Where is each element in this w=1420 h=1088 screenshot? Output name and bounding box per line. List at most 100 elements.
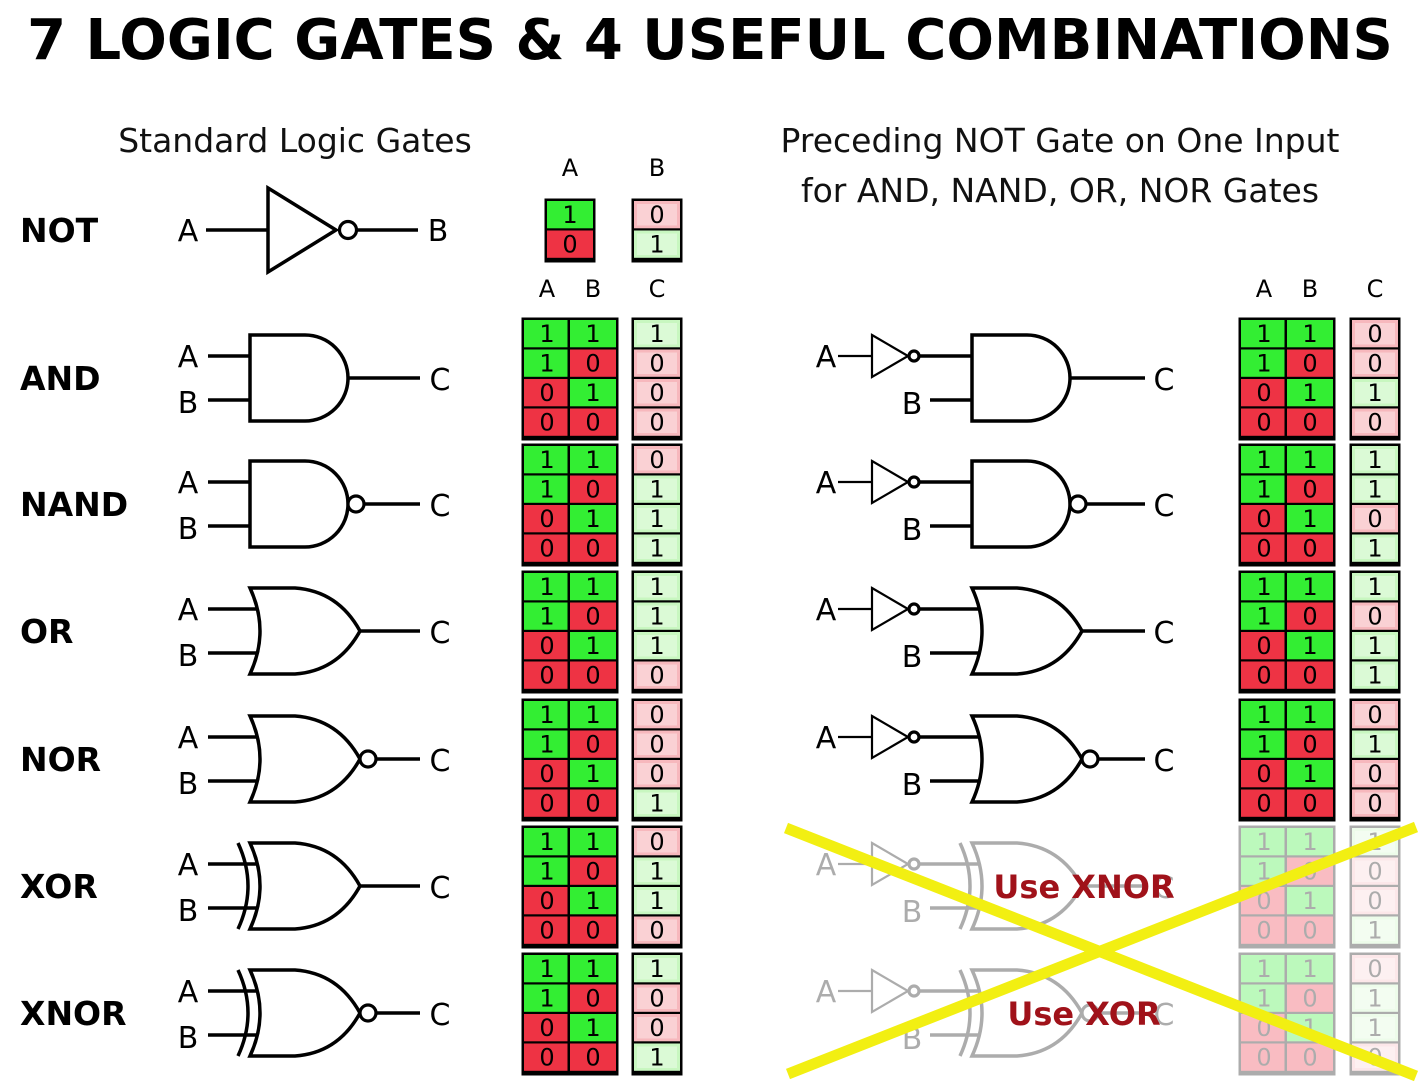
xor-gate-body	[247, 841, 362, 931]
truth-col-b-cell	[1287, 661, 1333, 689]
gate-name: AND	[20, 359, 101, 398]
truth-col-b-value: 0	[585, 917, 600, 945]
truth-col-c-value: 1	[649, 573, 664, 601]
and-gate-body	[970, 459, 1072, 549]
truth-col-b-value: 0	[1302, 790, 1317, 818]
col-header-b: B	[1302, 275, 1318, 303]
truth-col-c-cell-shine	[637, 733, 677, 755]
truth-col-a-cell	[1241, 349, 1287, 377]
truth-col-a-cell	[1241, 955, 1287, 983]
not-triangle	[870, 714, 911, 760]
truth-col-c-cell	[634, 661, 680, 689]
truth-col-c-cell-shine	[1355, 890, 1395, 912]
truth-col-a-cell	[524, 701, 570, 729]
or-gate-body	[247, 586, 362, 676]
truth-col-c-cell-shine	[637, 478, 677, 500]
truth-col-b-cell	[570, 320, 616, 348]
truth-col-a-value: 1	[1256, 985, 1271, 1013]
truth-col-b-value: 1	[585, 1014, 600, 1042]
truth-col-c-cell	[634, 955, 680, 983]
truth-col-c-cell-shine	[637, 411, 677, 433]
truth-col-a-value: 1	[1256, 603, 1271, 631]
truth-col-c-cell-shine	[1355, 508, 1395, 530]
and-gate-body	[248, 333, 350, 423]
truth-col-c-value: 0	[649, 409, 664, 437]
truth-col-c-value: 1	[1367, 573, 1382, 601]
truth-col-b-cell	[1287, 887, 1333, 915]
truth-col-c-value: 0	[1367, 350, 1382, 378]
truth-col-c-value: 0	[649, 701, 664, 729]
truth-col-a-cell	[524, 1014, 570, 1042]
truth-col-c-cell	[634, 701, 680, 729]
truth-col-a-cell	[524, 857, 570, 885]
truth-col-c-cell	[1352, 446, 1398, 474]
truth-col-b-cell	[570, 573, 616, 601]
truth-col-a-value: 1	[1256, 955, 1271, 983]
truth-col-c-cell	[1352, 760, 1398, 788]
truth-col-b-value: 1	[649, 231, 664, 259]
input-b-label: B	[178, 1021, 199, 1056]
truth-col-a-value: 0	[539, 409, 554, 437]
truth-col-b-cell	[1287, 446, 1333, 474]
output-label: C	[1154, 871, 1175, 906]
truth-col-a-value: 0	[539, 917, 554, 945]
truth-col-a-value: 0	[1256, 790, 1271, 818]
truth-col-b-value: 1	[585, 632, 600, 660]
truth-col-c-value: 1	[649, 632, 664, 660]
truth-col-a-cell	[547, 201, 593, 229]
truth-col-a-value: 1	[539, 476, 554, 504]
truth-col-c-cell-shine	[637, 860, 677, 882]
gate-name: XOR	[20, 867, 98, 906]
truth-col-b-value: 0	[1302, 662, 1317, 690]
truth-col-c-value: 1	[649, 887, 664, 915]
input-a-label: A	[178, 466, 199, 501]
truth-col-a-value: 1	[1256, 573, 1271, 601]
inversion-bubble	[1080, 749, 1100, 769]
input-b-label: B	[902, 513, 923, 548]
truth-col-b-cell	[570, 505, 616, 533]
not-triangle	[870, 586, 911, 632]
truth-col-b-cell	[570, 1014, 616, 1042]
truth-col-c-cell-shine	[1355, 449, 1395, 471]
truth-col-c-value: 1	[1367, 731, 1382, 759]
truth-col-b-value: 0	[585, 603, 600, 631]
truth-col-c-cell	[634, 505, 680, 533]
truth-col-c-cell	[634, 632, 680, 660]
truth-col-c-cell-shine	[1355, 792, 1395, 814]
truth-col-c-value: 1	[649, 955, 664, 983]
truth-col-c-cell-shine	[637, 958, 677, 980]
truth-col-c-cell-shine	[637, 537, 677, 559]
truth-col-c-value: 1	[1367, 917, 1382, 945]
truth-col-a-value: 1	[539, 985, 554, 1013]
truth-col-c-value: 0	[649, 379, 664, 407]
truth-col-c-value: 0	[649, 731, 664, 759]
input-label: A	[178, 214, 199, 249]
and-gate-body	[970, 333, 1072, 423]
truth-col-a-value: 0	[539, 505, 554, 533]
truth-col-b-value: 1	[585, 446, 600, 474]
truth-col-b-cell	[1287, 789, 1333, 817]
truth-col-c-value: 0	[649, 917, 664, 945]
or-gate-body	[969, 586, 1084, 676]
truth-col-a-value: 1	[539, 828, 554, 856]
truth-col-b-frame	[1284, 952, 1336, 1076]
input-b-label: B	[178, 512, 199, 547]
not-gate-triangle	[266, 184, 340, 276]
or-gate-body	[969, 714, 1084, 804]
truth-col-b-value: 0	[1302, 350, 1317, 378]
truth-col-c-cell	[1352, 573, 1398, 601]
truth-col-a-cell	[524, 789, 570, 817]
truth-col-c-cell-shine	[1355, 382, 1395, 404]
truth-col-c-cell	[634, 828, 680, 856]
truth-col-c-value: 0	[649, 828, 664, 856]
truth-col-c-cell	[1352, 320, 1398, 348]
truth-col-c-cell-shine	[637, 635, 677, 657]
truth-col-b-cell	[570, 887, 616, 915]
truth-col-c-cell-shine	[637, 664, 677, 686]
truth-col-c-cell	[1352, 408, 1398, 436]
input-b-label: B	[178, 894, 199, 929]
col-header-b: B	[649, 154, 665, 182]
